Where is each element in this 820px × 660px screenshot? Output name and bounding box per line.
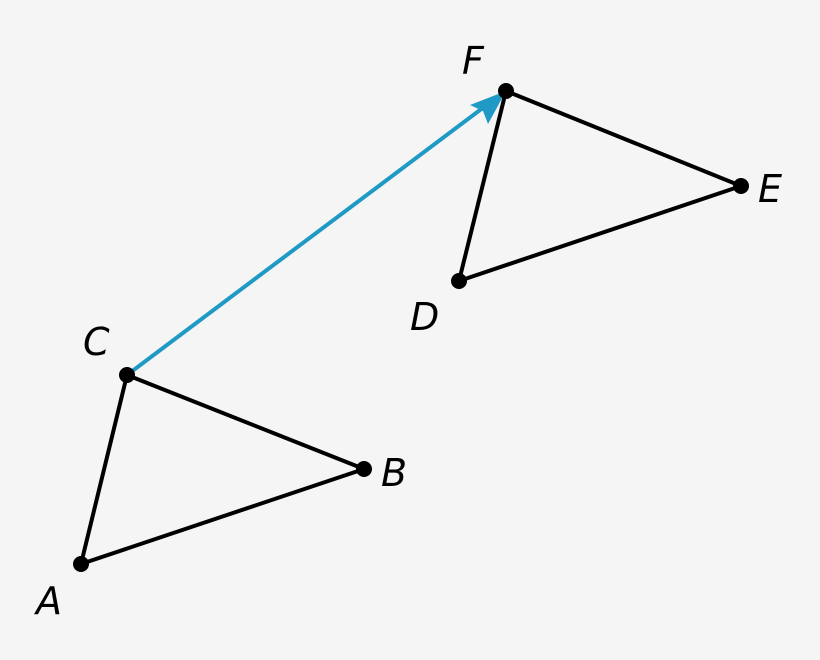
point-d [451, 273, 467, 289]
label-d: D [410, 295, 440, 339]
triangle-abc [79, 373, 365, 566]
point-c [119, 367, 135, 383]
point-e [733, 178, 749, 194]
label-a: A [36, 579, 62, 623]
translation-vector-cf [125, 91, 506, 377]
point-b [356, 461, 372, 477]
segment-fd [457, 90, 508, 282]
label-b: B [381, 451, 408, 495]
vector-line [125, 99, 494, 377]
segment-ab [80, 467, 365, 566]
point-a [73, 556, 89, 572]
triangle-def [457, 89, 742, 283]
points [73, 83, 749, 572]
segment-ef [505, 89, 742, 188]
arrowhead-icon [470, 91, 506, 124]
label-f: F [462, 39, 484, 83]
segment-bc [126, 373, 365, 471]
label-c: C [83, 320, 110, 364]
segment-ca [79, 374, 129, 565]
segment-de [458, 184, 742, 283]
point-f [498, 83, 514, 99]
label-e: E [758, 167, 783, 211]
